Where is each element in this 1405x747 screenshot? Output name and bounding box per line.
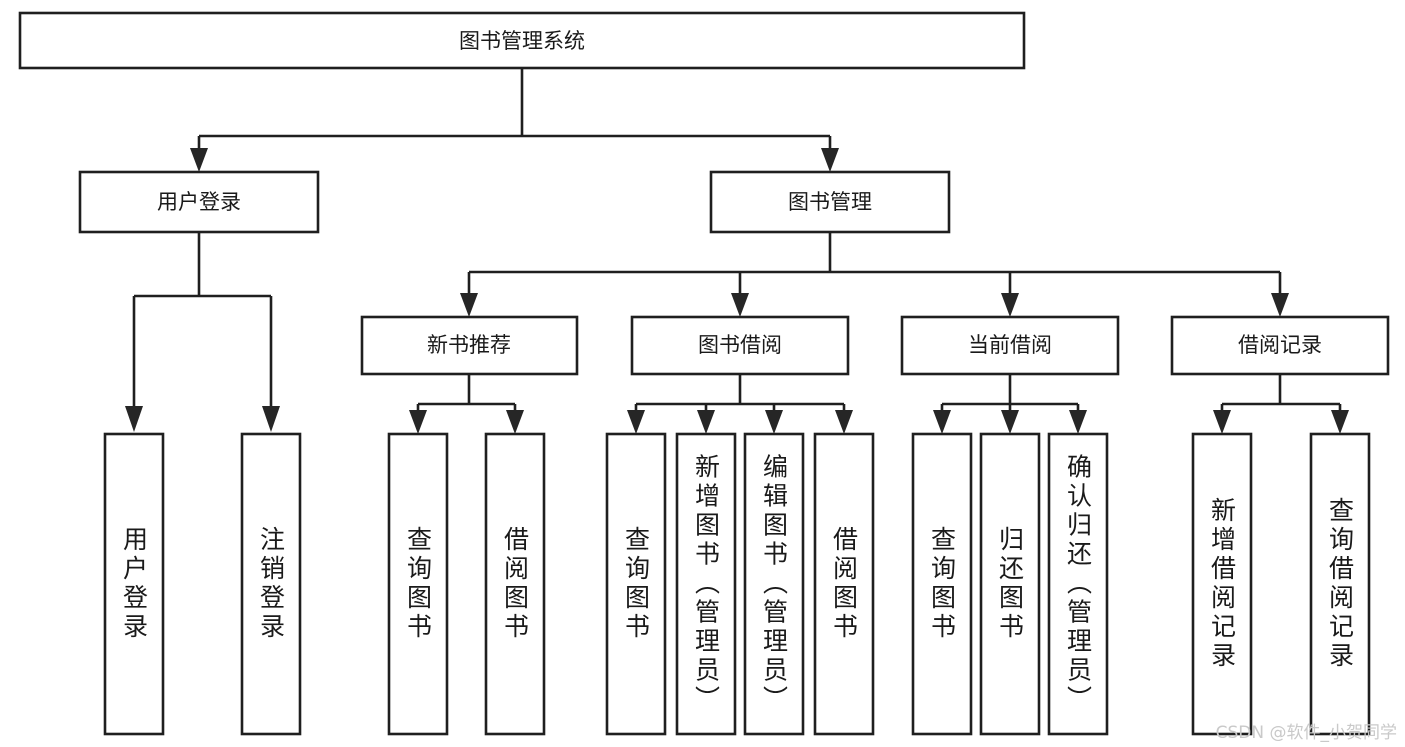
leaf-new-book-2-box[interactable]: [484, 432, 546, 736]
arrow-head-borrow-record-leaf-1: [1213, 410, 1231, 434]
leaf-current-borrow-1-label: 查询图书: [928, 526, 957, 642]
node-root-box[interactable]: [18, 11, 1026, 70]
leaf-user-login-2[interactable]: 注销登录: [240, 432, 302, 736]
leaf-new-book-1-label: 查询图书: [404, 526, 433, 642]
leaf-current-borrow-3-box[interactable]: [1047, 432, 1109, 736]
leaf-user-login-1-box[interactable]: [103, 432, 165, 736]
leaf-current-borrow-1-box[interactable]: [911, 432, 973, 736]
node-root-label: 图书管理系统: [459, 29, 585, 53]
node-borrow-record-label: 借阅记录: [1238, 333, 1322, 357]
leaf-current-borrow-2-label: 归还图书: [996, 526, 1025, 642]
arrow-head-book-borrow-leaf-3: [765, 410, 783, 434]
arrow-head-level3-3: [1001, 293, 1019, 317]
arrow-head-leaf-user-login-1: [125, 406, 143, 432]
leaf-user-login-2-label: 注销登录: [257, 526, 286, 642]
leaf-borrow-record-2-label: 查询借阅记录: [1326, 497, 1355, 671]
leaf-user-login-1[interactable]: 用户登录: [103, 432, 165, 736]
leaf-borrow-record-1-label: 新增借阅记录: [1208, 497, 1237, 671]
leaf-book-borrow-3-label: 编辑图书（管理员）: [760, 454, 789, 715]
node-borrow-record[interactable]: 借阅记录: [1170, 315, 1390, 376]
connector-new-book-to-leaves: [409, 374, 524, 434]
leaf-user-login-1-label: 用户登录: [120, 526, 149, 642]
leaf-current-borrow-2[interactable]: 归还图书: [979, 432, 1041, 736]
arrow-head-current-borrow-leaf-1: [933, 410, 951, 434]
node-new-book-recommend[interactable]: 新书推荐: [360, 315, 579, 376]
node-book-management[interactable]: 图书管理: [709, 170, 951, 234]
connector-book-borrow-to-leaves: [627, 374, 853, 434]
arrow-head-borrow-record-leaf-2: [1331, 410, 1349, 434]
node-current-borrow[interactable]: 当前借阅: [900, 315, 1120, 376]
arrow-head-level3-1: [460, 293, 478, 317]
node-current-borrow-label: 当前借阅: [968, 333, 1052, 357]
leaf-new-book-2-label: 借阅图书: [501, 526, 530, 642]
connector-root-to-level2: [190, 68, 839, 172]
arrow-head-book-mgmt: [821, 148, 839, 172]
leaf-book-borrow-1[interactable]: 查询图书: [605, 432, 667, 736]
arrow-head-book-borrow-leaf-1: [627, 410, 645, 434]
arrow-head-current-borrow-leaf-2: [1001, 410, 1019, 434]
arrow-head-level3-4: [1271, 293, 1289, 317]
leaf-new-book-1-box[interactable]: [387, 432, 449, 736]
arrow-head-current-borrow-leaf-3: [1069, 410, 1087, 434]
node-book-borrow[interactable]: 图书借阅: [630, 315, 850, 376]
leaf-new-book-1[interactable]: 查询图书: [387, 432, 449, 736]
node-book-borrow-box[interactable]: [630, 315, 850, 376]
node-book-borrow-label: 图书借阅: [698, 333, 782, 357]
leaf-current-borrow-1[interactable]: 查询图书: [911, 432, 973, 736]
leaf-book-borrow-2-box[interactable]: [675, 432, 737, 736]
leaf-book-borrow-2-label: 新增图书（管理员）: [692, 454, 721, 715]
leaf-borrow-record-2[interactable]: 查询借阅记录: [1309, 432, 1371, 736]
arrow-head-book-borrow-leaf-2: [697, 410, 715, 434]
leaf-book-borrow-4-box[interactable]: [813, 432, 875, 736]
arrow-head-new-book-leaf-1: [409, 410, 427, 434]
leaf-current-borrow-3[interactable]: 确认归还（管理员）: [1047, 432, 1109, 736]
node-current-borrow-box[interactable]: [900, 315, 1120, 376]
leaf-book-borrow-4-label: 借阅图书: [830, 526, 859, 642]
leaf-new-book-2[interactable]: 借阅图书: [484, 432, 546, 736]
node-borrow-record-box[interactable]: [1170, 315, 1390, 376]
leaf-book-borrow-2[interactable]: 新增图书（管理员）: [675, 432, 737, 736]
arrow-head-level3-2: [731, 293, 749, 317]
arrow-head-new-book-leaf-2: [506, 410, 524, 434]
leaf-current-borrow-2-box[interactable]: [979, 432, 1041, 736]
connector-borrow-record-to-leaves: [1213, 374, 1349, 434]
node-new-book-recommend-label: 新书推荐: [427, 333, 511, 357]
arrow-head-book-borrow-leaf-4: [835, 410, 853, 434]
connector-book-mgmt-to-level3: [460, 232, 1289, 317]
leaf-borrow-record-1-box[interactable]: [1191, 432, 1253, 736]
node-new-book-recommend-box[interactable]: [360, 315, 579, 376]
connector-user-login-to-leaves: [125, 232, 280, 432]
leaf-current-borrow-3-label: 确认归还（管理员）: [1064, 454, 1093, 715]
leaf-borrow-record-1[interactable]: 新增借阅记录: [1191, 432, 1253, 736]
leaf-user-login-2-box[interactable]: [240, 432, 302, 736]
arrow-head-user-login: [190, 148, 208, 172]
node-book-management-box[interactable]: [709, 170, 951, 234]
leaf-book-borrow-4[interactable]: 借阅图书: [813, 432, 875, 736]
node-book-management-label: 图书管理: [788, 190, 872, 214]
node-root[interactable]: 图书管理系统: [18, 11, 1026, 70]
csdn-watermark: CSDN @软件_小贺同学: [1215, 723, 1397, 743]
node-user-login-label: 用户登录: [157, 190, 241, 214]
arrow-head-leaf-user-login-2: [262, 406, 280, 432]
leaf-book-borrow-3-box[interactable]: [743, 432, 805, 736]
leaf-borrow-record-2-box[interactable]: [1309, 432, 1371, 736]
node-user-login[interactable]: 用户登录: [78, 170, 320, 234]
leaf-book-borrow-1-label: 查询图书: [622, 526, 651, 642]
leaf-book-borrow-3[interactable]: 编辑图书（管理员）: [743, 432, 805, 736]
connector-current-borrow-to-leaves: [933, 374, 1087, 434]
leaf-book-borrow-1-box[interactable]: [605, 432, 667, 736]
